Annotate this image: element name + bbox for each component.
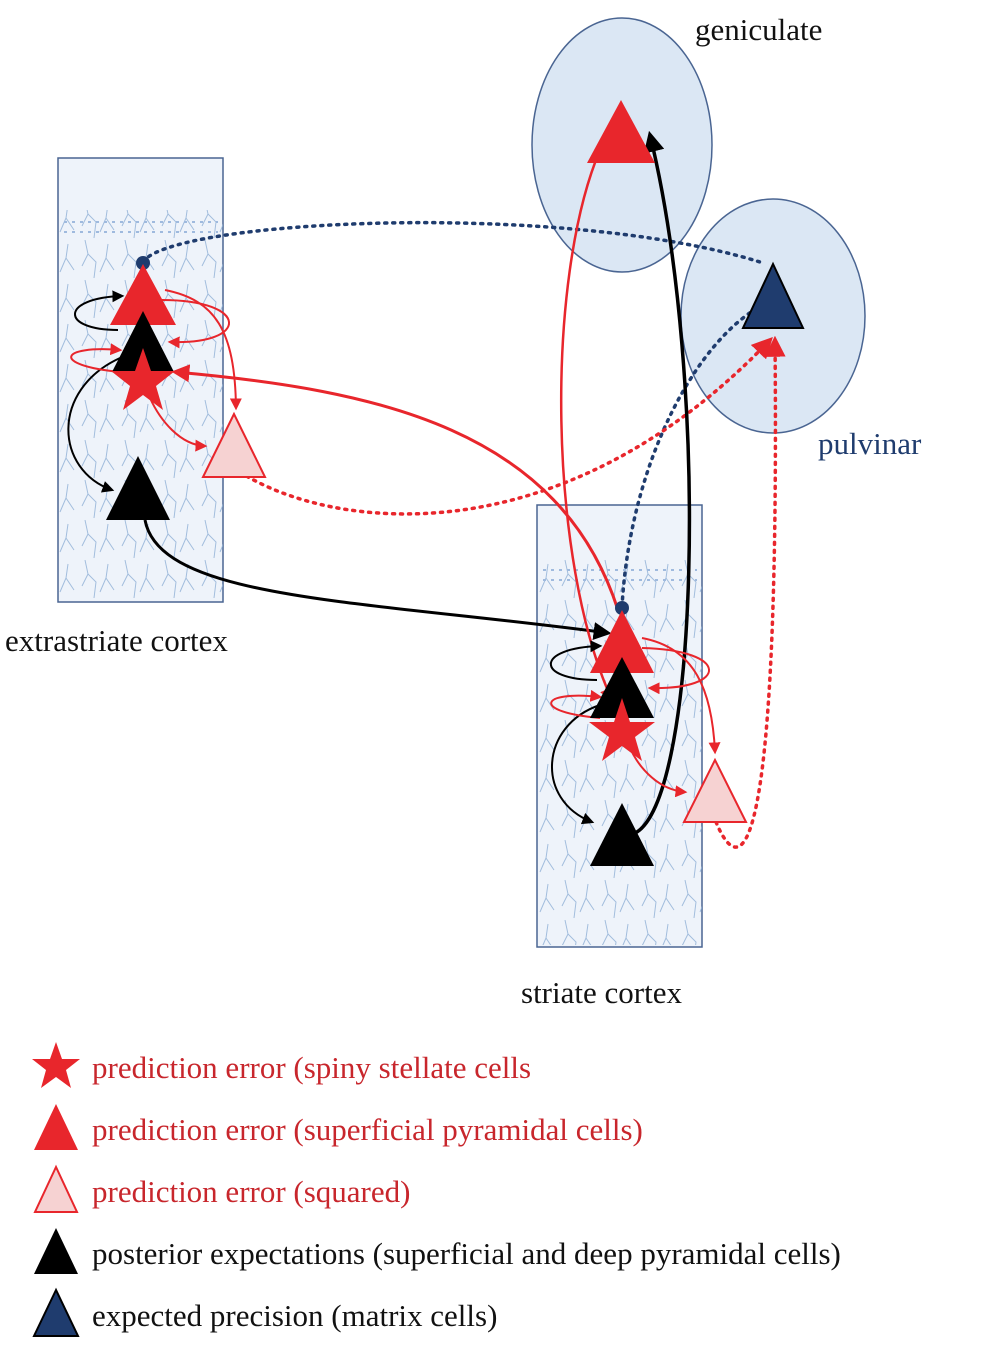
extra-deep-black-triangle-icon bbox=[106, 456, 170, 520]
extra-red-star-icon bbox=[111, 348, 175, 410]
extra-star-to-pink bbox=[149, 397, 208, 452]
black-triangle-icon bbox=[34, 1228, 78, 1274]
legend-label-posterior-expectations: posterior expectations (superficial and … bbox=[92, 1236, 841, 1271]
blue-triangle-icon bbox=[32, 1287, 80, 1337]
geniculate-red-triangle-icon bbox=[587, 100, 655, 163]
extra-pink-triangle-icon bbox=[201, 411, 267, 478]
extrastriate-cortex-label: extrastriate cortex bbox=[5, 623, 228, 658]
striate-red-to-pink bbox=[641, 637, 721, 755]
red-triangle-icon bbox=[34, 1104, 78, 1150]
striate-matrix-dot-icon bbox=[615, 601, 629, 615]
precision-dotted-extrastriate-pulvinar bbox=[141, 220, 762, 264]
legend-row-posterior-expectations: posterior expectations (superficial and … bbox=[28, 1224, 987, 1284]
pulvinar-blue-triangle-icon bbox=[741, 261, 805, 329]
pink-triangle-icon bbox=[33, 1164, 79, 1213]
geniculate-red-to-striate bbox=[559, 149, 614, 703]
striate-loop-black-1 bbox=[550, 640, 603, 681]
legend-label-squared: prediction error (squared) bbox=[92, 1174, 411, 1209]
striate-deep-black-triangle-icon bbox=[590, 803, 654, 866]
extra-black-triangle-icon bbox=[112, 311, 174, 372]
legend-row-superficial-pyramidal: prediction error (superficial pyramidal … bbox=[28, 1100, 987, 1160]
red-star-icon bbox=[32, 1042, 80, 1088]
extra-red-to-pink bbox=[164, 289, 242, 411]
striate-black-triangle-icon bbox=[590, 657, 654, 718]
legend-label-expected-precision: expected precision (matrix cells) bbox=[92, 1298, 498, 1333]
backward-black-extrastriate-to-striate bbox=[143, 519, 612, 641]
extra-loop-red-1 bbox=[161, 299, 230, 349]
legend-row-squared: prediction error (squared) bbox=[28, 1162, 987, 1222]
extra-red-triangle-icon bbox=[110, 264, 176, 325]
striate-red-triangle-icon bbox=[590, 610, 654, 673]
striate-cortex-label: striate cortex bbox=[521, 975, 682, 1010]
precision-dotted-striate-pulvinar bbox=[620, 298, 775, 609]
extra-loop-black-2 bbox=[67, 357, 121, 493]
striate-pink-triangle-icon bbox=[682, 757, 748, 823]
legend-label-superficial-pyramidal: prediction error (superficial pyramidal … bbox=[92, 1112, 643, 1147]
pulvinar-label: pulvinar bbox=[818, 426, 922, 461]
extra-loop-red-2 bbox=[70, 343, 123, 373]
striate-black-to-geniculate bbox=[629, 130, 692, 837]
legend-row-spiny-stellate: prediction error (spiny stellate cells bbox=[28, 1038, 987, 1098]
forward-red-striate-to-extrastriate bbox=[171, 364, 620, 611]
extra-loop-black-1 bbox=[74, 290, 125, 331]
legend-label-spiny-stellate: prediction error (spiny stellate cells bbox=[92, 1050, 532, 1085]
legend-row-expected-precision: expected precision (matrix cells) bbox=[28, 1286, 987, 1346]
extrastriate-cortex-panel bbox=[57, 157, 224, 603]
striate-loop-red-1 bbox=[641, 647, 710, 695]
squared-error-dotted-striate bbox=[714, 335, 786, 849]
geniculate-label: geniculate bbox=[695, 12, 823, 47]
squared-error-dotted-extrastriate bbox=[238, 336, 773, 516]
extra-matrix-dot-icon bbox=[136, 256, 150, 270]
striate-loop-red-2 bbox=[550, 689, 603, 719]
striate-red-star-icon bbox=[589, 698, 655, 761]
